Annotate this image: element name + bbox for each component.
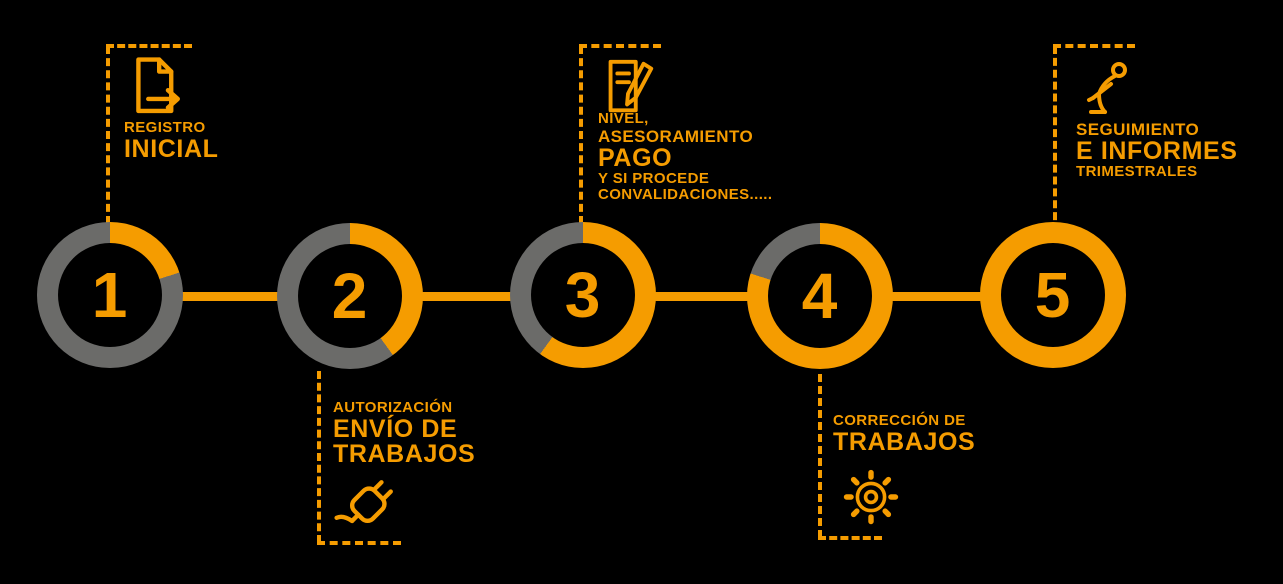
connector-1-2 (180, 292, 279, 301)
dashed-line-step-4-bottom (818, 536, 882, 540)
step-5-number: 5 (1034, 259, 1072, 331)
step-3-label-line-3: PAGO (598, 143, 673, 172)
dashed-line-step-5 (1053, 46, 1057, 232)
dashed-line-step-3 (579, 46, 583, 224)
step-2-label: AUTORIZACIÓN ENVÍO DE TRABAJOS (333, 399, 476, 468)
step-5-label: SEGUIMIENTO E INFORMES TRIMESTRALES (1076, 121, 1238, 181)
document-pencil-icon (597, 56, 659, 118)
step-1-label-line-1: REGISTRO (124, 119, 206, 136)
step-2-label-line-2: ENVÍO DE (333, 414, 458, 443)
dashed-line-step-4 (818, 374, 822, 538)
step-4-label-line-1: CORRECCIÓN DE (833, 412, 966, 429)
step-3-label-line-1: NIVEL, (598, 110, 649, 127)
step-5-label-line-1: SEGUIMIENTO (1076, 120, 1200, 139)
step-3-label-line-4: Y SI PROCEDE (598, 169, 710, 187)
step-2-label-line-3: TRABAJOS (333, 439, 476, 468)
step-1-circle-inner: 1 (58, 243, 162, 347)
step-1-number: 1 (91, 259, 129, 331)
dashed-line-step-1 (106, 46, 110, 224)
step-3-label-line-5: CONVALIDACIONES..... (598, 186, 773, 204)
dashed-line-step-2 (317, 371, 321, 543)
step-2-number: 2 (331, 260, 369, 332)
step-2-circle: 2 (277, 223, 423, 369)
person-writing-icon (1074, 58, 1138, 122)
step-3-number: 3 (564, 259, 602, 331)
plug-icon (330, 472, 402, 542)
connector-2-3 (421, 292, 512, 301)
dashed-line-step-2-bottom (317, 541, 401, 545)
step-4-label: CORRECCIÓN DE TRABAJOS (833, 412, 976, 456)
step-2-circle-inner: 2 (298, 244, 402, 348)
step-3-label-line-2: ASESORAMIENTO (598, 126, 754, 146)
gear-icon (842, 468, 900, 526)
dashed-line-step-3-top (579, 44, 661, 48)
step-4-label-line-2: TRABAJOS (833, 427, 976, 456)
step-3-circle: 3 (510, 222, 656, 368)
dashed-line-step-1-top (106, 44, 192, 48)
step-4-circle: 4 (747, 223, 893, 369)
document-arrow-icon (122, 54, 192, 122)
dashed-line-step-5-top (1053, 44, 1135, 48)
step-5-circle: 5 (980, 222, 1126, 368)
step-5-label-line-2: E INFORMES (1076, 136, 1238, 165)
connector-4-5 (891, 292, 982, 301)
step-5-label-line-3: TRIMESTRALES (1076, 162, 1198, 180)
step-2-label-line-1: AUTORIZACIÓN (333, 399, 453, 416)
step-5-circle-inner: 5 (1001, 243, 1105, 347)
step-1-circle: 1 (37, 222, 183, 368)
step-4-number: 4 (801, 260, 839, 332)
connector-3-4 (654, 292, 749, 301)
step-3-label: NIVEL, ASESORAMIENTO PAGO Y SI PROCEDE C… (598, 110, 773, 204)
step-3-circle-inner: 3 (531, 243, 635, 347)
step-1-label: REGISTRO INICIAL (124, 119, 219, 163)
step-1-label-line-2: INICIAL (124, 134, 219, 163)
step-4-circle-inner: 4 (768, 244, 872, 348)
